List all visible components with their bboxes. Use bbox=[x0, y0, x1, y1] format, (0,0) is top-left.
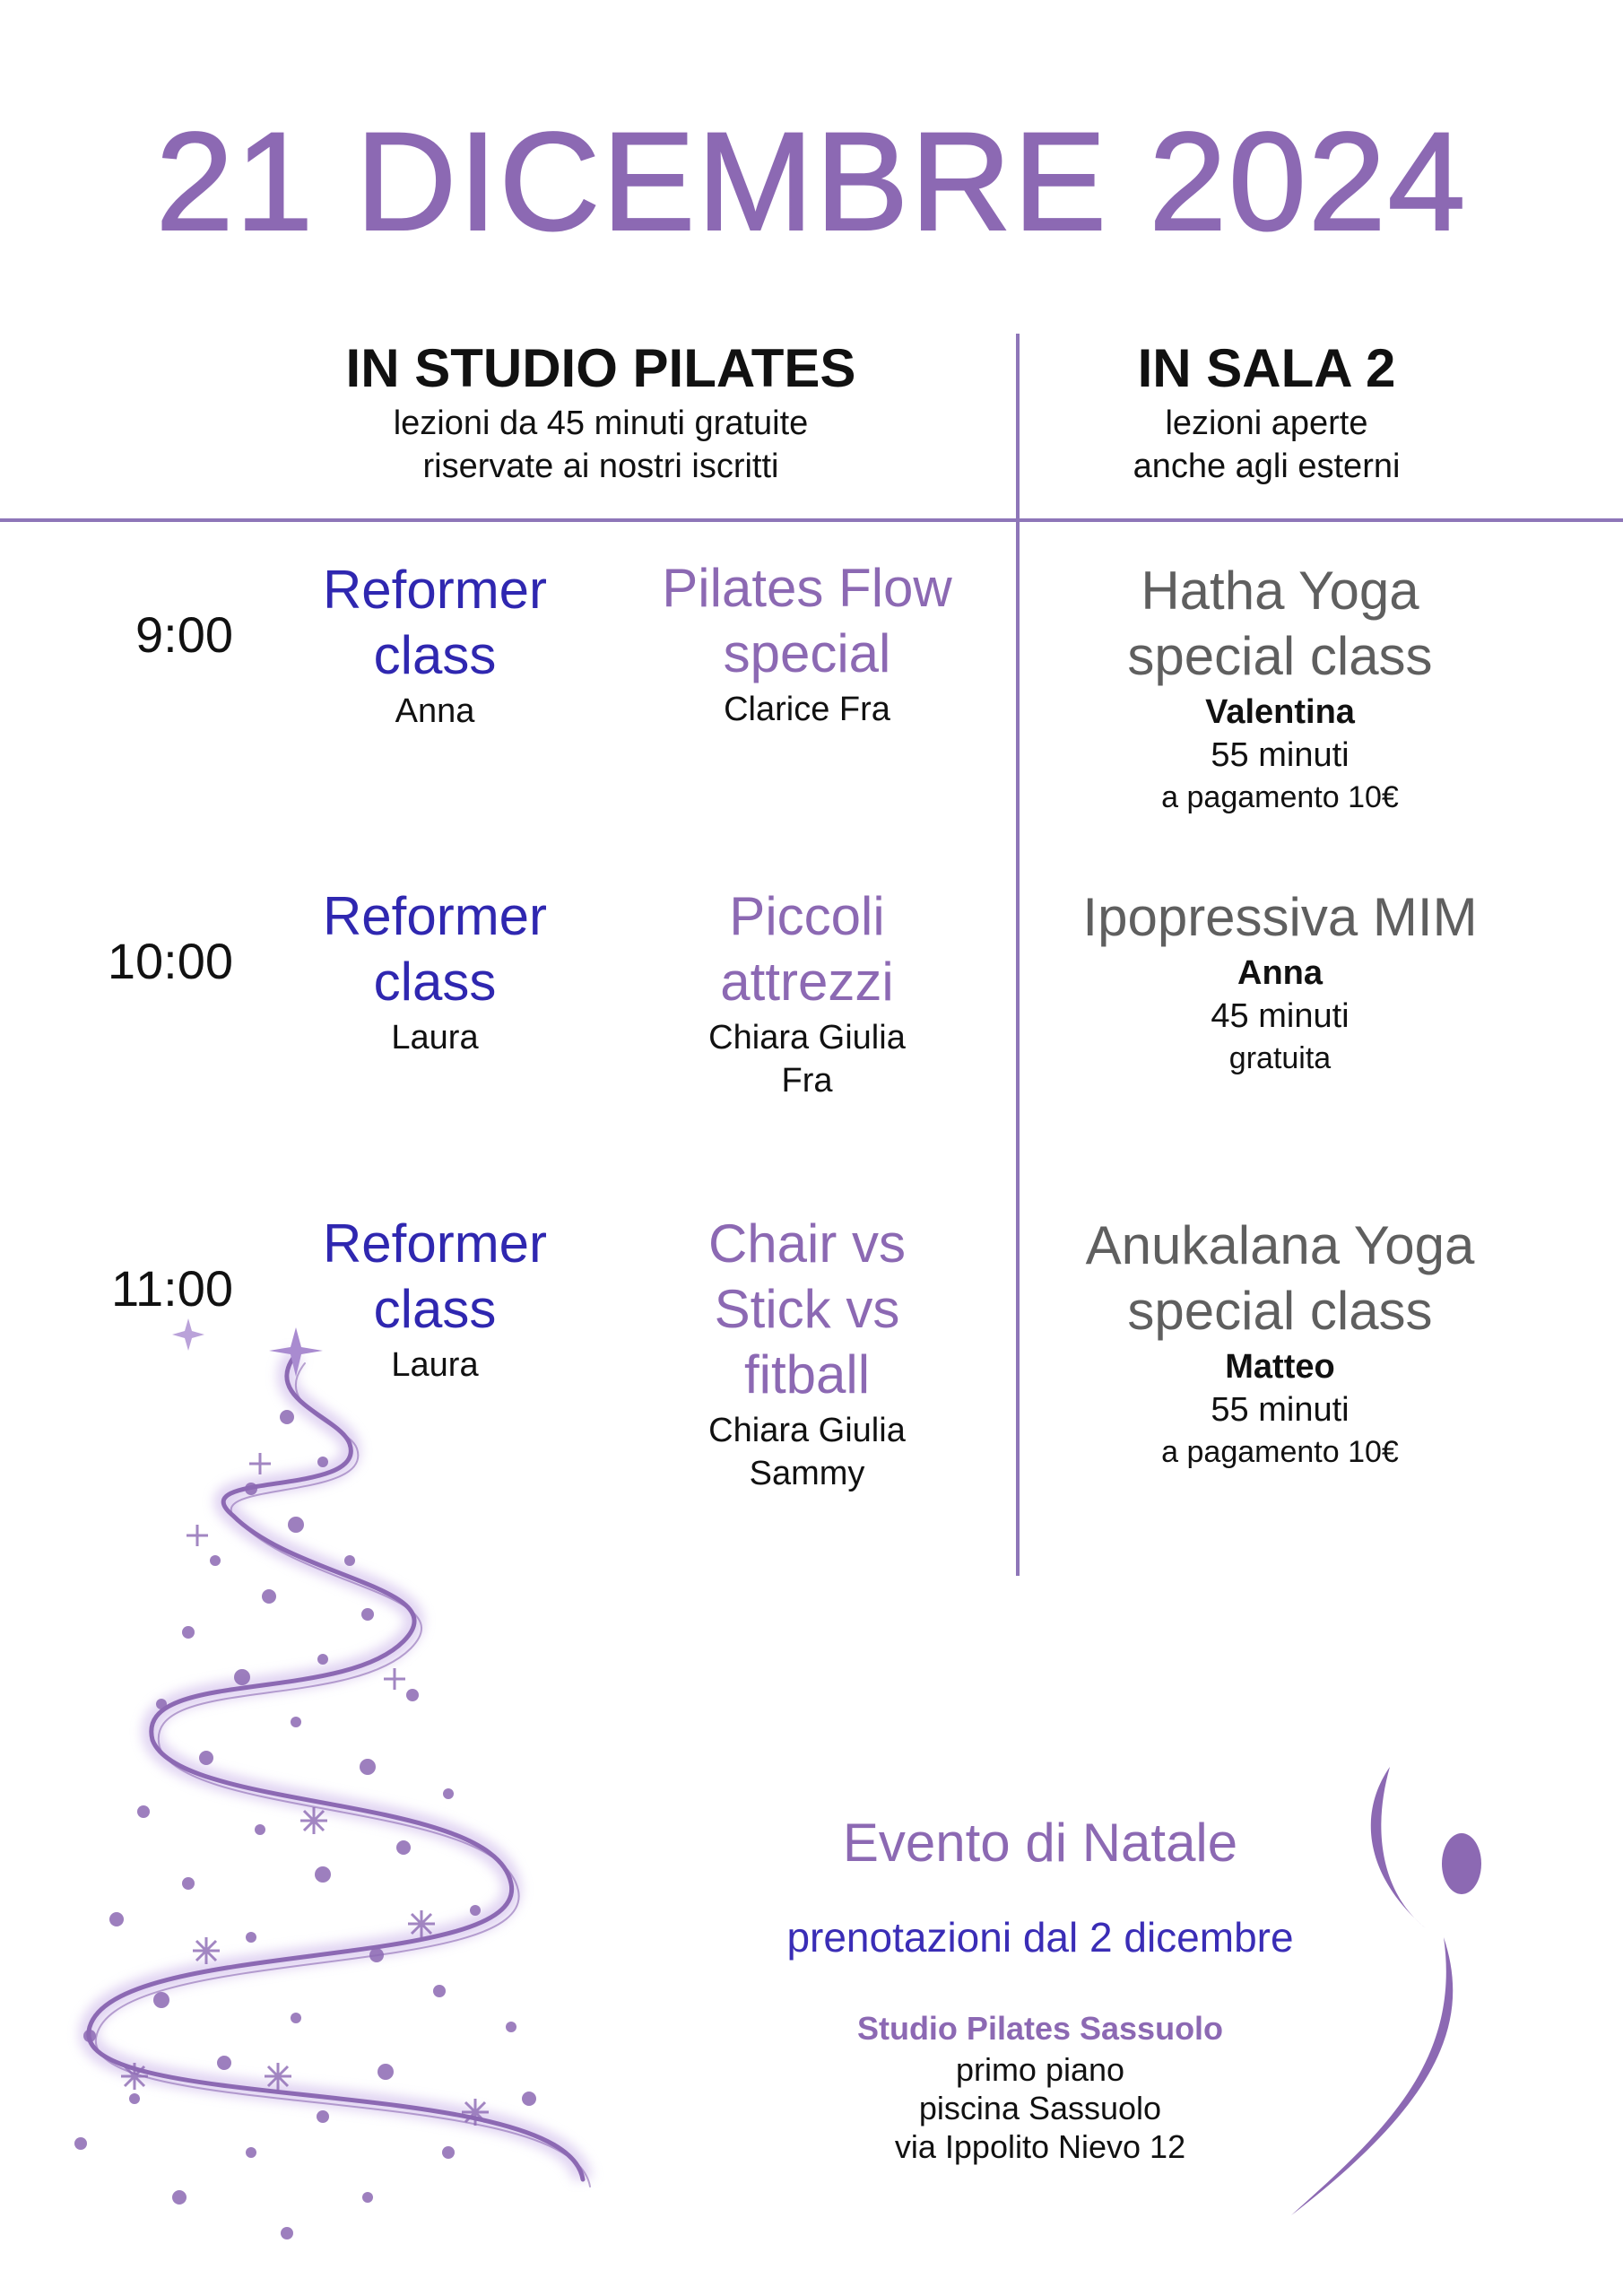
class-name-line: special bbox=[723, 623, 891, 683]
reformer-class-11: Reformer class Laura bbox=[269, 1211, 601, 1387]
reformer-class-10: Reformer class Laura bbox=[269, 883, 601, 1059]
class-name-line: fitball bbox=[743, 1344, 871, 1405]
address-line: piscina Sassuolo bbox=[918, 2090, 1162, 2126]
studio-sub-1: lezioni da 45 minuti gratuite bbox=[393, 404, 809, 442]
class-name-line: Anukalana Yoga bbox=[1085, 1215, 1475, 1275]
class-name-line: Hatha Yoga bbox=[1141, 561, 1419, 621]
sala-heading: IN SALA 2 bbox=[1137, 338, 1396, 398]
class-name-line: Chair vs bbox=[707, 1213, 907, 1274]
studio-logo-icon bbox=[1291, 1767, 1481, 2215]
class-name-line: Reformer bbox=[322, 886, 548, 946]
instructor-name: Laura bbox=[391, 1346, 479, 1384]
duration: 45 minuti bbox=[1211, 997, 1350, 1035]
instructor-name: Fra bbox=[781, 1062, 833, 1100]
instructor-name: Anna bbox=[1237, 954, 1323, 992]
sala-column-header: IN SALA 2 lezioni aperte anche agli este… bbox=[1022, 337, 1511, 488]
event-title: Evento di Natale bbox=[842, 1813, 1238, 1873]
address-line: via Ippolito Nievo 12 bbox=[894, 2128, 1186, 2165]
duration: 55 minuti bbox=[1211, 736, 1350, 774]
column-divider bbox=[1016, 334, 1020, 1576]
class-name-line: Reformer bbox=[322, 560, 548, 620]
price: a pagamento 10€ bbox=[1161, 780, 1399, 814]
instructor-name: Anna bbox=[395, 692, 475, 730]
class-name-line: special class bbox=[1127, 626, 1433, 686]
address-line: primo piano bbox=[955, 2051, 1125, 2088]
class-name-line: class bbox=[373, 952, 497, 1012]
studio-sub-2: riservate ai nostri iscritti bbox=[422, 448, 779, 485]
sala-class-11: Anukalana Yoga special class Matteo 55 m… bbox=[1022, 1213, 1538, 1473]
class-name-line: class bbox=[373, 1279, 497, 1339]
reformer-class-9: Reformer class Anna bbox=[269, 557, 601, 733]
studio-heading: IN STUDIO PILATES bbox=[345, 338, 856, 398]
pilates-class-11: Chair vs Stick vs fitball Chiara Giulia … bbox=[610, 1211, 1004, 1495]
event-booking: prenotazioni dal 2 dicembre bbox=[786, 1914, 1294, 1961]
class-name-line: Reformer bbox=[322, 1213, 548, 1274]
price: gratuita bbox=[1228, 1041, 1332, 1075]
time-11: 11:00 bbox=[111, 1260, 233, 1317]
page-title: 21 DICEMBRE 2024 bbox=[155, 104, 1468, 260]
instructor-name: Matteo bbox=[1225, 1348, 1335, 1386]
pilates-class-10: Piccoli attrezzi Chiara Giulia Fra bbox=[610, 883, 1004, 1102]
class-name-line: Stick vs bbox=[714, 1279, 900, 1339]
instructor-name: Clarice Fra bbox=[724, 691, 890, 728]
class-name-line: special class bbox=[1127, 1281, 1433, 1341]
duration: 55 minuti bbox=[1211, 1391, 1350, 1429]
header-divider bbox=[0, 518, 1623, 522]
instructor-name: Chiara Giulia bbox=[708, 1019, 906, 1057]
price: a pagamento 10€ bbox=[1161, 1435, 1399, 1469]
sala-sub-2: anche agli esterni bbox=[1133, 448, 1401, 485]
instructor-name: Laura bbox=[391, 1019, 479, 1057]
time-9: 9:00 bbox=[135, 606, 233, 663]
class-name-line: attrezzi bbox=[720, 952, 894, 1012]
instructor-name: Valentina bbox=[1205, 693, 1355, 731]
instructor-name: Chiara Giulia bbox=[708, 1412, 906, 1449]
studio-name: Studio Pilates Sassuolo bbox=[856, 2010, 1224, 2047]
sala-class-9: Hatha Yoga special class Valentina 55 mi… bbox=[1022, 558, 1538, 818]
studio-column-header: IN STUDIO PILATES lezioni da 45 minuti g… bbox=[242, 337, 959, 488]
class-name-line: Ipopressiva MIM bbox=[1082, 887, 1478, 947]
pilates-class-9: Pilates Flow special Clarice Fra bbox=[610, 555, 1004, 731]
class-name-line: Pilates Flow bbox=[662, 558, 952, 618]
christmas-tree-icon bbox=[74, 1318, 593, 2239]
instructor-name: Sammy bbox=[749, 1455, 865, 1492]
time-10: 10:00 bbox=[107, 933, 233, 989]
class-name-line: Piccoli bbox=[729, 886, 885, 946]
sala-sub-1: lezioni aperte bbox=[1165, 404, 1368, 442]
sala-class-10: Ipopressiva MIM Anna 45 minuti gratuita bbox=[1022, 884, 1538, 1079]
class-name-line: class bbox=[373, 625, 497, 685]
studio-address: primo piano piscina Sassuolo via Ippolit… bbox=[708, 2050, 1372, 2166]
